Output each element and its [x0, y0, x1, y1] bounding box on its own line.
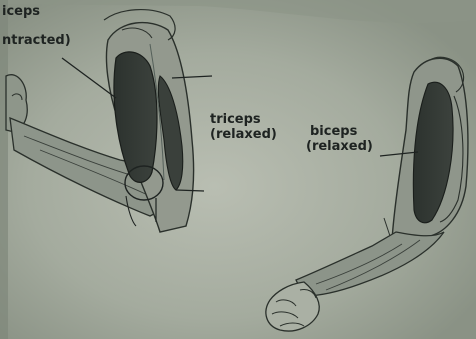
paper-left-edge — [0, 0, 8, 339]
label-biceps-relaxed-line1: biceps — [306, 124, 373, 139]
label-biceps-contracted-line1: iceps — [2, 4, 71, 19]
label-triceps-relaxed: triceps (relaxed) — [210, 112, 277, 142]
label-triceps-relaxed-line2: (relaxed) — [210, 127, 277, 142]
label-biceps-relaxed: biceps (relaxed) — [306, 124, 373, 154]
label-biceps-contracted-line2: ntracted) — [2, 33, 71, 48]
label-triceps-relaxed-line1: triceps — [210, 112, 277, 127]
label-biceps-relaxed-line2: (relaxed) — [306, 139, 373, 154]
label-biceps-contracted: iceps ntracted) — [2, 4, 71, 48]
